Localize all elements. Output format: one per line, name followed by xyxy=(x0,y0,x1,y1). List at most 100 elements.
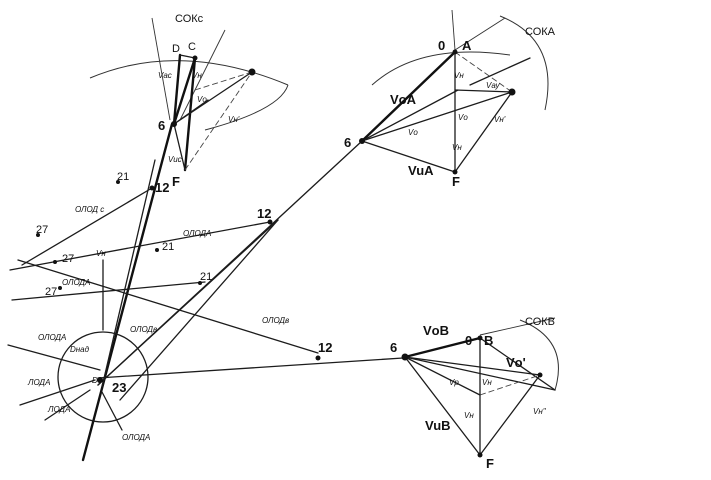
label-12-a: 12 xyxy=(257,206,271,221)
label-f-c: F xyxy=(172,174,180,189)
label-v-oa: VоА xyxy=(390,92,417,107)
seg-dc xyxy=(179,54,196,59)
label-v-n-a: Vн xyxy=(454,71,464,80)
label-c: C xyxy=(188,41,196,53)
label-v-o-a-2: Vо xyxy=(408,128,418,137)
seg-fa xyxy=(454,91,513,173)
label-21-a: 21 xyxy=(162,241,174,253)
label-d-nad: Dнад xyxy=(70,345,90,354)
label-v-p: Vр xyxy=(449,378,459,387)
line-23-12c xyxy=(101,159,156,388)
ray-olod-a-4 xyxy=(101,391,123,431)
vec-n-c xyxy=(172,56,197,126)
point-27a xyxy=(36,233,40,237)
line-23-6c xyxy=(81,122,174,462)
label-6-top: 6 xyxy=(158,118,165,133)
label-f-b: F xyxy=(486,456,494,471)
label-f-a: F xyxy=(452,174,460,189)
label-v-n2-a: Vн' xyxy=(494,115,506,124)
label-sok-b: СОКВ xyxy=(525,316,555,328)
vec-n2-b xyxy=(404,356,481,396)
label-olod-a-2: ОЛОДА xyxy=(62,278,90,287)
point-27c xyxy=(58,286,62,290)
seg-b-arc xyxy=(479,337,556,391)
label-d: D xyxy=(172,43,180,55)
label-v-n2-c: Vн' xyxy=(228,115,240,124)
label-v-uc: Vuс xyxy=(168,155,182,164)
point-6a xyxy=(359,138,365,144)
sok-c-line-1 xyxy=(151,17,171,121)
circle-23 xyxy=(57,331,149,423)
label-0b: 0 xyxy=(465,333,472,348)
sok-a-line-2 xyxy=(454,17,506,51)
point-12c xyxy=(149,185,155,191)
label-v-0-c: Vо xyxy=(197,95,207,104)
point-27b xyxy=(53,260,57,264)
label-6-mid: 6 xyxy=(344,135,351,150)
point-21b xyxy=(198,281,202,285)
vec-ub xyxy=(404,356,481,456)
label-v-n3-b: Vн'' xyxy=(533,407,546,416)
line-23-6a xyxy=(97,140,363,386)
label-0a: 0 xyxy=(438,38,445,53)
vec-oa xyxy=(360,50,457,143)
label-v-n2-b: Vн xyxy=(464,411,474,420)
label-v-0-b: Vо' xyxy=(506,355,526,370)
label-lod-a-2: ЛОДА xyxy=(47,405,70,414)
point-a-n2 xyxy=(508,88,516,96)
label-olod-a-4: ОЛОДА xyxy=(122,433,150,442)
label-v-n-mid: Vн xyxy=(96,249,106,258)
vec-ac xyxy=(172,53,182,126)
point-21a xyxy=(155,248,159,252)
label-v-ac: Vас xyxy=(158,71,172,80)
label-27-b: 27 xyxy=(62,253,74,265)
label-27-c: 27 xyxy=(45,286,57,298)
vec-0-c xyxy=(173,99,209,125)
ray-olod-a-2 xyxy=(11,281,206,301)
label-v-0-a: Vо xyxy=(458,113,468,122)
line-27-12b xyxy=(17,259,319,354)
label-v-n-b: Vн xyxy=(482,378,492,387)
label-v-ub: VuВ xyxy=(425,418,451,433)
label-lod-a: ЛОДА xyxy=(27,378,50,387)
point-c xyxy=(192,55,198,61)
point-12a xyxy=(267,219,273,225)
label-b: B xyxy=(484,333,493,348)
label-21-b: 21 xyxy=(200,271,212,283)
label-v-n3-a: Vн xyxy=(452,143,462,152)
sok-a-ray xyxy=(469,57,531,86)
label-olod-a-3: ОЛОДА xyxy=(38,333,66,342)
label-12-b: 12 xyxy=(318,340,332,355)
label-v-ob: VоВ xyxy=(423,323,449,338)
dash-c-1 xyxy=(184,71,253,171)
label-olod-b-2: ОЛОДв xyxy=(262,316,289,325)
vec-ay xyxy=(454,89,513,93)
vec-p xyxy=(404,356,541,376)
label-v-n-c: Vн xyxy=(192,71,202,80)
arc-a xyxy=(371,51,511,86)
point-b-n xyxy=(537,372,543,378)
label-6-bot: 6 xyxy=(390,340,397,355)
label-23: 23 xyxy=(112,380,126,395)
point-fb xyxy=(477,452,483,458)
arc-c-2 xyxy=(204,84,289,131)
dash-b-1 xyxy=(479,374,541,396)
sok-c-line-2 xyxy=(179,29,226,121)
arc-b xyxy=(519,319,559,391)
dash-c-2 xyxy=(194,71,253,91)
label-a: A xyxy=(462,38,472,53)
point-6c xyxy=(171,121,177,127)
label-sok-c: СОКс xyxy=(175,13,204,25)
ray-olod-a-3 xyxy=(7,344,101,371)
label-olod-a-1: ОЛОДА xyxy=(183,229,211,238)
vec-n2-a xyxy=(361,91,513,142)
point-c-n2 xyxy=(248,68,256,76)
label-v-ua: VuА xyxy=(408,163,434,178)
ray-lod-a xyxy=(19,379,96,406)
arc-c xyxy=(89,60,289,86)
point-6b xyxy=(401,353,409,361)
label-d-d: Dд xyxy=(92,376,103,385)
sok-a-line-1 xyxy=(451,9,456,51)
seg-fb xyxy=(479,374,541,456)
